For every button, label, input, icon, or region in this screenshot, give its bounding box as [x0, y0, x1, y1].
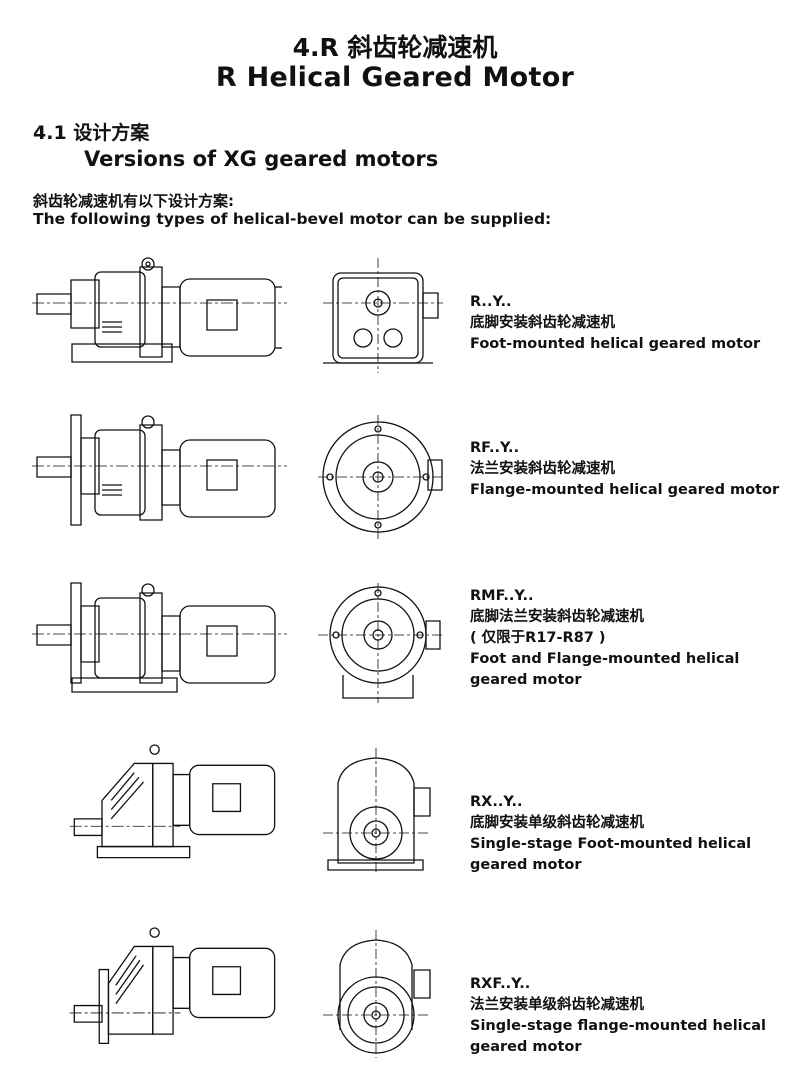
version-description: R..Y.. 底脚安装斜齿轮减速机 Foot-mounted helical g…: [470, 292, 780, 355]
version-code: RF..Y..: [470, 440, 520, 456]
version-description: RF..Y.. 法兰安装斜齿轮减速机 Flange-mounted helica…: [470, 438, 780, 501]
page-title-en: R Helical Geared Motor: [215, 62, 575, 93]
version-description: RMF..Y.. 底脚法兰安装斜齿轮减速机 ( 仅限于R17-R87 ) Foo…: [470, 586, 780, 691]
single-stage-foot-end-view: [318, 748, 448, 878]
single-stage-foot-side-view: [32, 745, 292, 865]
version-note-cn: ( 仅限于R17-R87 ): [470, 630, 606, 646]
intro-text-cn: 斜齿轮减速机有以下设计方案:: [33, 192, 234, 210]
version-description: RX..Y.. 底脚安装单级斜齿轮减速机 Single-stage Foot-m…: [470, 792, 780, 876]
foot-mounted-end-view: [318, 258, 448, 388]
version-name-cn: 法兰安装单级斜齿轮减速机: [470, 997, 644, 1013]
version-name-en: Foot-mounted helical geared motor: [470, 336, 761, 352]
version-name-en: Flange-mounted helical geared motor: [470, 482, 780, 498]
section-title-cn: 4.1 设计方案: [33, 122, 150, 144]
version-code: RX..Y..: [470, 794, 523, 810]
version-code: RXF..Y..: [470, 976, 531, 992]
intro-text-en: The following types of helical-bevel mot…: [33, 210, 552, 228]
section-title-en: Versions of XG geared motors: [84, 147, 439, 171]
version-name-en: Single-stage flange-mounted helical: [470, 1018, 766, 1034]
version-description: RXF..Y.. 法兰安装单级斜齿轮减速机 Single-stage flang…: [470, 974, 780, 1058]
version-name-cn: 法兰安装斜齿轮减速机: [470, 461, 615, 477]
version-name-en-line2: geared motor: [470, 672, 582, 688]
version-name-en-line2: geared motor: [470, 857, 582, 873]
version-code: RMF..Y..: [470, 588, 534, 604]
version-name-en: Foot and Flange-mounted helical: [470, 651, 740, 667]
version-name-en: Single-stage Foot-mounted helical: [470, 836, 752, 852]
foot-mounted-side-view: [32, 252, 292, 372]
foot-flange-mounted-side-view: [32, 578, 292, 698]
single-stage-flange-side-view: [32, 928, 292, 1048]
flange-mounted-end-view: [318, 415, 448, 545]
version-name-cn: 底脚安装单级斜齿轮减速机: [470, 815, 644, 831]
flange-mounted-side-view: [32, 410, 292, 530]
foot-flange-mounted-end-view: [318, 583, 448, 713]
single-stage-flange-end-view: [318, 930, 448, 1060]
version-name-cn: 底脚安装斜齿轮减速机: [470, 315, 615, 331]
version-code: R..Y..: [470, 294, 512, 310]
version-name-en-line2: geared motor: [470, 1039, 582, 1055]
version-name-cn: 底脚法兰安装斜齿轮减速机: [470, 609, 644, 625]
page-title-cn: 4.R 斜齿轮减速机: [292, 33, 498, 62]
